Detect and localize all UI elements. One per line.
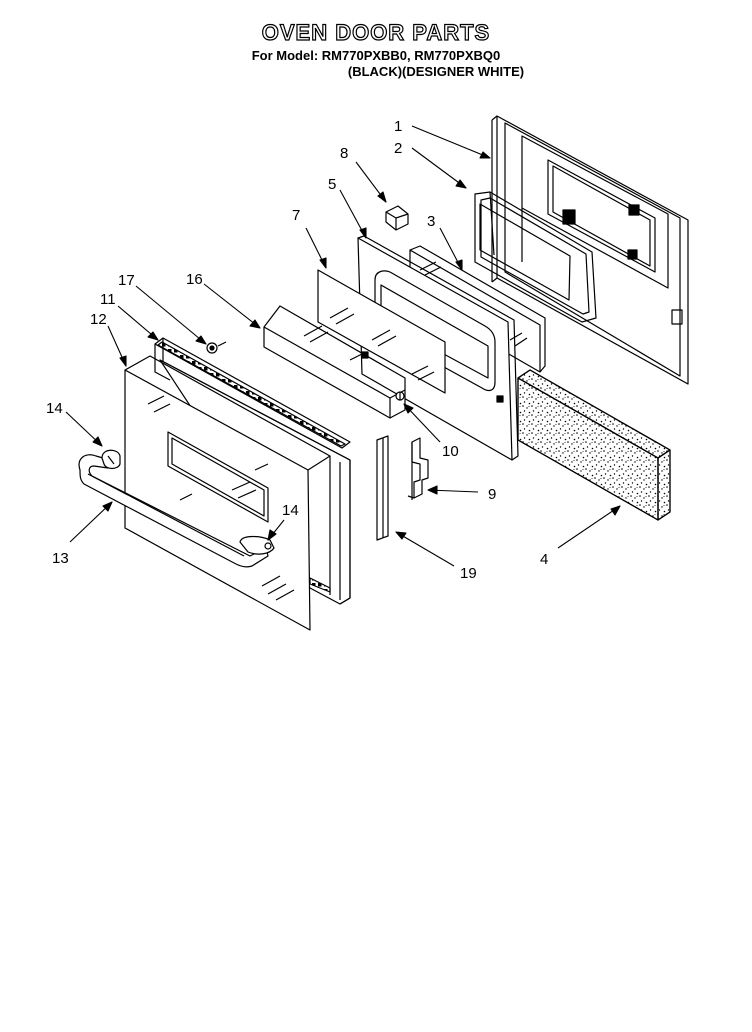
glass-pane-16 [263, 305, 406, 419]
outer-door [124, 355, 351, 631]
callout-14-right: 14 [282, 502, 299, 519]
model-line: For Model: RM770PXBB0, RM770PXBQ0 [251, 48, 501, 63]
inner-door-panel [491, 115, 689, 385]
callout-9: 9 [488, 486, 496, 503]
color-line: (BLACK)(DESIGNER WHITE) [347, 64, 525, 79]
side-trim-19 [376, 435, 389, 541]
callout-2: 2 [394, 140, 402, 157]
screw-17 [206, 341, 227, 354]
page-title: OVEN DOOR PARTS [261, 19, 491, 45]
callout-19: 19 [460, 565, 477, 582]
clip-8 [385, 205, 409, 231]
door-handle [78, 454, 269, 568]
callout-7: 7 [292, 207, 300, 224]
callout-12: 12 [90, 311, 107, 328]
handle-end-cap-left [101, 449, 121, 470]
callout-1: 1 [394, 118, 402, 135]
insulation-4 [517, 369, 671, 521]
callout-14-left: 14 [46, 400, 63, 417]
callout-11: 11 [100, 291, 116, 308]
callout-4: 4 [540, 551, 548, 568]
callout-16: 16 [186, 271, 203, 288]
screw-10 [395, 391, 405, 401]
callout-labels: 1 2 3 4 5 7 8 9 10 11 12 13 14 14 16 17 … [46, 118, 548, 582]
title-block: OVEN DOOR PARTS For Model: RM770PXBB0, R… [0, 19, 752, 80]
vent-trim [154, 337, 351, 449]
callout-13: 13 [52, 550, 69, 567]
callout-17: 17 [118, 272, 135, 289]
handle-end-cap-right [239, 535, 275, 555]
bracket-9 [407, 437, 429, 500]
callout-5: 5 [328, 176, 336, 193]
leader-lines [65, 125, 621, 567]
gasket [474, 191, 597, 323]
glass-pane-7 [317, 269, 446, 394]
callout-10: 10 [442, 443, 459, 460]
callout-3: 3 [427, 213, 435, 230]
callout-8: 8 [340, 145, 348, 162]
